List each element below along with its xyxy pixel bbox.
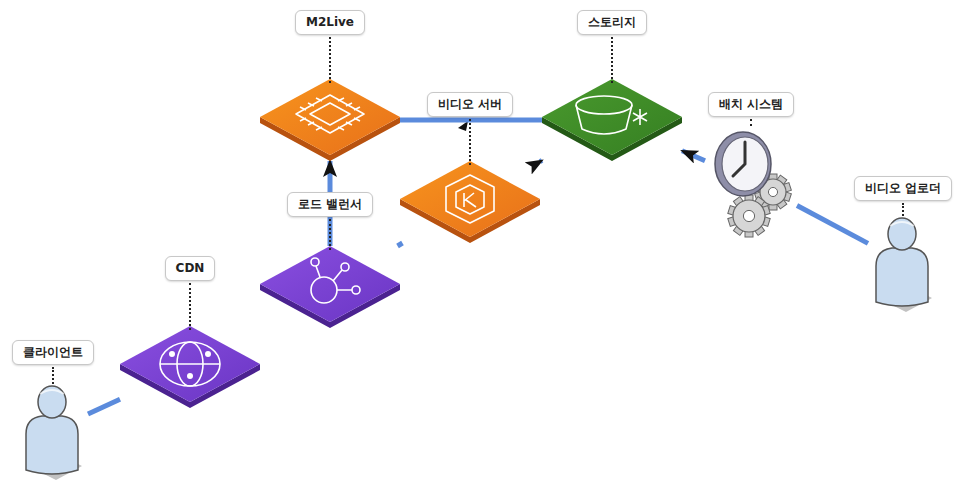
connector: [797, 206, 868, 244]
connector: [682, 151, 705, 161]
leader-line: [52, 367, 54, 384]
node-shape: [705, 124, 797, 238]
node-shape: [18, 382, 88, 478]
leader-line: [329, 219, 331, 250]
node-shape: [400, 161, 540, 243]
node-shape: [542, 79, 682, 161]
leader-line: [902, 203, 904, 216]
leader-line: [611, 37, 613, 83]
leader-line: [189, 283, 191, 330]
node-shape: [868, 214, 938, 310]
node-label: 배치 시스템: [708, 92, 794, 117]
user-figure: 비디오 업로더: [868, 214, 938, 310]
service-tile: 비디오 서버: [400, 161, 540, 243]
leader-line: [469, 119, 471, 165]
node-label: 클라이언트: [12, 340, 94, 365]
service-tile: CDN: [120, 326, 260, 408]
service-tile: 로드 밸런서: [260, 246, 400, 328]
service-tile: 스토리지: [542, 79, 682, 161]
node-label: 비디오 업로더: [854, 176, 952, 201]
node-label: CDN: [165, 256, 216, 281]
node-shape: [260, 246, 400, 328]
user-figure: 클라이언트: [18, 382, 88, 478]
service-tile: M2Live: [260, 79, 400, 161]
node-label: M2Live: [295, 10, 365, 35]
node-label: 로드 밸런서: [287, 192, 373, 217]
leader-line: [750, 119, 752, 126]
batch-icon: 배치 시스템: [705, 124, 797, 238]
node-shape: [120, 326, 260, 408]
leader-line: [329, 37, 331, 83]
connector: [400, 118, 542, 123]
connector: [540, 160, 542, 161]
node-label: 스토리지: [577, 10, 647, 35]
connector: [398, 243, 403, 246]
node-label: 비디오 서버: [427, 92, 513, 117]
connector: [88, 399, 120, 414]
node-shape: [260, 79, 400, 161]
